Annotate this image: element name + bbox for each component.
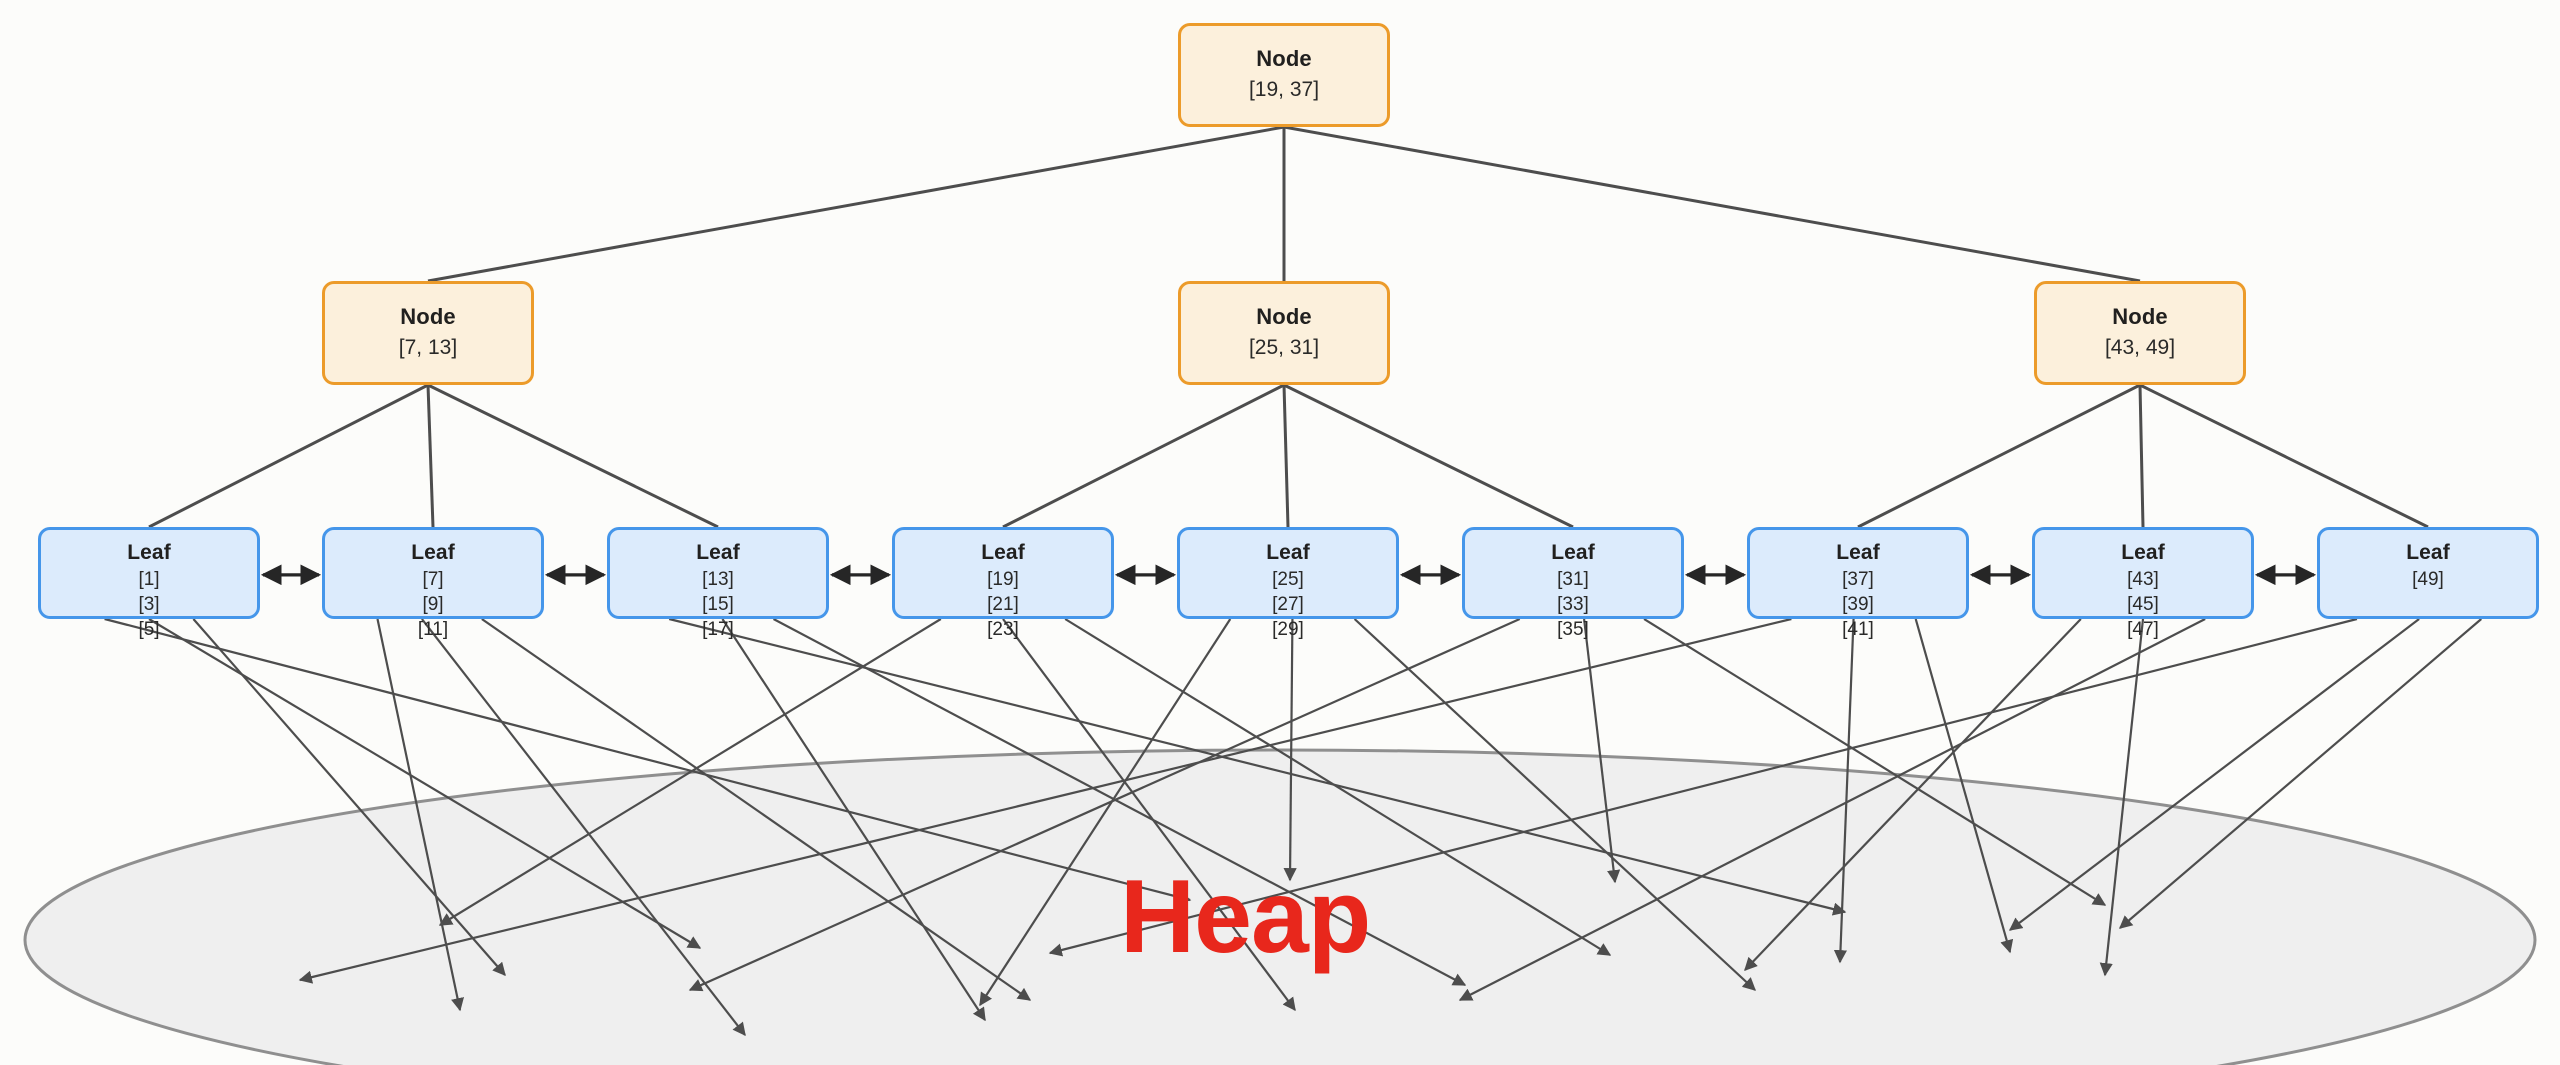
key-entry: [5] bbox=[138, 619, 160, 641]
heap-pointer bbox=[1744, 618, 2082, 971]
leaf-node[interactable]: Leaf [1] [3] [5] bbox=[38, 527, 260, 640]
heap-pointer bbox=[192, 618, 506, 976]
leaf-title: Leaf bbox=[981, 541, 1025, 564]
tree-edge bbox=[1283, 125, 2141, 283]
root-node[interactable]: Node [19, 37] bbox=[1178, 23, 1390, 127]
key-entry: [29] bbox=[1272, 619, 1304, 641]
key-entry: [45] bbox=[2127, 594, 2159, 616]
heap-pointer bbox=[438, 618, 942, 926]
key-entry: [13] bbox=[702, 569, 734, 591]
tree-edge bbox=[1283, 383, 1574, 529]
heap-pointer bbox=[148, 618, 702, 949]
leaf-node[interactable]: Leaf [31] [33] [35] bbox=[1462, 527, 1684, 640]
heap-pointer bbox=[298, 617, 1792, 984]
tree-edge bbox=[1857, 383, 2141, 529]
leaf-node[interactable]: Leaf [7] [9] [11] bbox=[322, 527, 544, 640]
leaf-keys: [7] [9] [11] bbox=[418, 567, 448, 642]
node-keys: [43, 49] bbox=[2104, 335, 2176, 359]
leaf-title: Leaf bbox=[1551, 541, 1595, 564]
leaf-keys: [1] [3] [5] bbox=[138, 567, 159, 642]
heap-pointer bbox=[2008, 618, 2420, 931]
node-title: Node bbox=[1256, 303, 1312, 329]
key-entry: [43] bbox=[2127, 569, 2159, 591]
heap-pointer bbox=[1353, 618, 1756, 991]
leaf-title: Leaf bbox=[2121, 541, 2165, 564]
key-entry: [11] bbox=[417, 619, 449, 641]
key-entry: [31] bbox=[1557, 569, 1589, 591]
heap-pointer bbox=[688, 617, 1521, 992]
key-entry: [1] bbox=[138, 569, 160, 591]
leaf-keys: [37] [39] [41] bbox=[1842, 567, 1874, 642]
tree-edge bbox=[1282, 384, 1290, 528]
key-entry: [25] bbox=[1272, 569, 1304, 591]
key-entry: [33] bbox=[1557, 594, 1589, 616]
key-entry: [37] bbox=[1842, 569, 1874, 591]
key-entry: [9] bbox=[422, 594, 444, 616]
leaf-title: Leaf bbox=[1266, 541, 1310, 564]
heap-pointer bbox=[2118, 618, 2482, 929]
leaf-title: Leaf bbox=[2406, 541, 2450, 564]
tree-edge bbox=[1002, 383, 1285, 529]
leaf-keys: [49] bbox=[2412, 567, 2444, 592]
key-entry: [3] bbox=[138, 594, 160, 616]
heap-pointer bbox=[1914, 618, 2014, 954]
key-entry: [21] bbox=[987, 594, 1019, 616]
leaf-keys: [31] [33] [35] bbox=[1557, 567, 1589, 642]
heap-pointer bbox=[1283, 618, 1297, 882]
leaf-node[interactable]: Leaf [25] [27] [29] bbox=[1177, 527, 1399, 640]
tree-edge bbox=[426, 384, 435, 528]
node-keys: [25, 31] bbox=[1248, 335, 1320, 359]
heap-pointer bbox=[421, 618, 746, 1037]
heap-pointer bbox=[1643, 618, 2107, 906]
tree-edge bbox=[2139, 383, 2429, 529]
heap-pointer bbox=[1833, 618, 1855, 964]
leaf-title: Leaf bbox=[127, 541, 171, 564]
tree-edge bbox=[148, 383, 429, 529]
leaf-keys: [25] [27] [29] bbox=[1272, 567, 1304, 642]
internal-node[interactable]: Node [7, 13] bbox=[322, 281, 534, 385]
key-entry: [41] bbox=[1842, 619, 1874, 641]
heap-pointer bbox=[721, 618, 986, 1022]
leaf-keys: [43] [45] [47] bbox=[2127, 567, 2159, 642]
key-entry: [7] bbox=[422, 569, 444, 591]
node-title: Node bbox=[2112, 303, 2168, 329]
key-entry: [47] bbox=[2127, 619, 2159, 641]
key-entry: [19] bbox=[987, 569, 1019, 591]
leaf-node[interactable]: Leaf [37] [39] [41] bbox=[1747, 527, 1969, 640]
heap-pointer bbox=[1583, 618, 1621, 884]
tree-edge bbox=[2138, 384, 2145, 528]
heap-pointer bbox=[1458, 618, 2206, 1001]
node-title: Node bbox=[1256, 45, 1312, 71]
leaf-node[interactable]: Leaf [43] [45] [47] bbox=[2032, 527, 2254, 640]
key-entry: [17] bbox=[702, 619, 734, 641]
heap-pointer bbox=[481, 618, 1032, 1001]
heap-pointer bbox=[104, 617, 1192, 904]
leaf-title: Leaf bbox=[696, 541, 740, 564]
leaf-title: Leaf bbox=[1836, 541, 1880, 564]
key-entry: [27] bbox=[1272, 594, 1304, 616]
key-entry: [15] bbox=[702, 594, 734, 616]
heap-pointer bbox=[2099, 618, 2145, 977]
leaf-keys: [13] [15] [17] bbox=[702, 567, 734, 642]
key-entry: [49] bbox=[2412, 569, 2444, 591]
key-entry: [35] bbox=[1557, 619, 1589, 641]
heap-label: Heap bbox=[1120, 859, 1371, 975]
tree-edge bbox=[427, 383, 719, 529]
leaf-title: Leaf bbox=[411, 541, 455, 564]
tree-edge bbox=[427, 125, 1285, 283]
node-title: Node bbox=[400, 303, 456, 329]
key-entry: [23] bbox=[987, 619, 1019, 641]
internal-node[interactable]: Node [25, 31] bbox=[1178, 281, 1390, 385]
leaf-node[interactable]: Leaf [19] [21] [23] bbox=[892, 527, 1114, 640]
leaf-keys: [19] [21] [23] bbox=[987, 567, 1019, 642]
node-keys: [7, 13] bbox=[398, 335, 458, 359]
leaf-node[interactable]: Leaf [13] [15] [17] bbox=[607, 527, 829, 640]
key-entry: [39] bbox=[1842, 594, 1874, 616]
internal-node[interactable]: Node [43, 49] bbox=[2034, 281, 2246, 385]
heap-pointer bbox=[376, 618, 465, 1012]
node-keys: [19, 37] bbox=[1248, 77, 1320, 101]
leaf-node[interactable]: Leaf [49] bbox=[2317, 527, 2539, 619]
